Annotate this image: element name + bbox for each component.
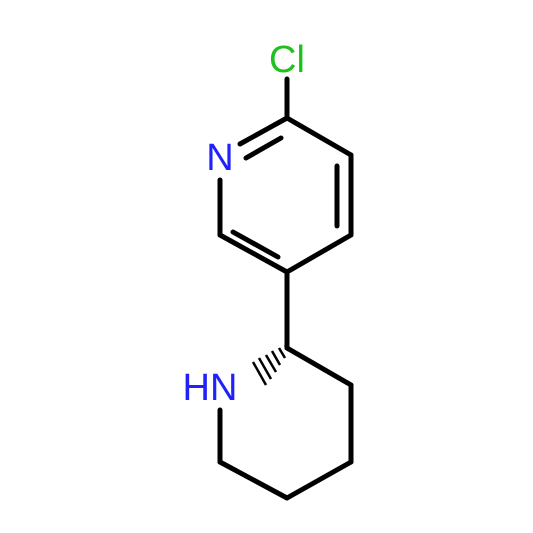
hash-1 — [283, 344, 291, 352]
hash-2 — [277, 347, 287, 359]
bond-c5prime-c6prime — [217, 459, 290, 501]
bond-c5-c6-inner — [230, 229, 281, 260]
bond-n1-c2 — [237, 115, 290, 147]
bond-c4prime-c5prime — [284, 459, 354, 501]
bond-c5-c6 — [217, 232, 290, 275]
hash-4 — [264, 354, 278, 373]
bond-c4-c5 — [284, 232, 354, 275]
hash-6 — [251, 361, 268, 386]
pyridine-nitrogen-label: N — [206, 137, 233, 179]
bond-c2prime-c3prime — [284, 345, 354, 388]
hash-5 — [257, 357, 273, 380]
bond-n1-c2-inner — [243, 135, 284, 161]
hashed-wedge-bond — [251, 344, 291, 386]
piperidine-nitrogen-label: HN — [183, 367, 238, 409]
bond-c2-c3 — [284, 115, 354, 158]
chlorine-label: Cl — [269, 39, 305, 81]
hash-3 — [270, 350, 282, 366]
